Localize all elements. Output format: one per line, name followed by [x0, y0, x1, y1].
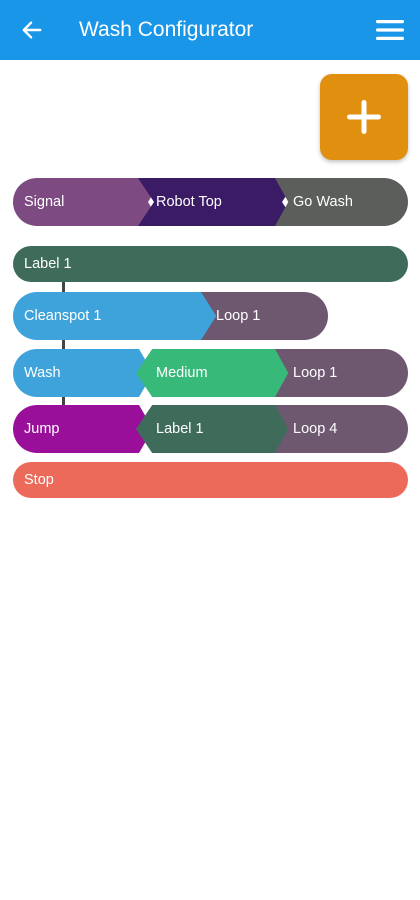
plus-icon: [347, 100, 381, 134]
signal-target-step[interactable]: Robot Top: [138, 178, 298, 226]
cleanspot-step[interactable]: Cleanspot 1: [13, 292, 218, 340]
wash-step-row: Wash Medium Loop 1: [13, 349, 408, 397]
jump-step-row: Jump Label 1 Loop 4: [13, 405, 408, 453]
stop-step-text: Stop: [24, 472, 54, 488]
arrow-left-icon: [22, 21, 42, 39]
wash-intensity-step[interactable]: Medium: [136, 349, 298, 397]
cleanspot-loop-label: Loop 1: [216, 308, 261, 324]
wash-loop-label: Loop 1: [293, 365, 338, 381]
signal-target-label: Robot Top: [156, 194, 222, 210]
connector-line: [62, 338, 65, 350]
jump-target-step[interactable]: Label 1: [136, 405, 298, 453]
jump-loop-step[interactable]: Loop 4: [275, 405, 408, 453]
connector-line: [62, 395, 65, 407]
menu-button[interactable]: [370, 10, 410, 50]
signal-step[interactable]: Signal: [13, 178, 163, 226]
wash-intensity-label: Medium: [156, 365, 208, 381]
jump-step-label: Jump: [24, 421, 60, 437]
wash-step-label: Wash: [24, 365, 61, 381]
signal-step-row: Signal Robot Top Go Wash: [13, 178, 408, 226]
label-step-text: Label 1: [24, 256, 72, 272]
wash-loop-step[interactable]: Loop 1: [275, 349, 408, 397]
cleanspot-step-row: Cleanspot 1 Loop 1: [13, 292, 328, 340]
page-title: Wash Configurator: [79, 18, 254, 41]
cleanspot-loop-step[interactable]: Loop 1: [201, 292, 328, 340]
signal-action-label: Go Wash: [293, 194, 353, 210]
jump-step[interactable]: Jump: [13, 405, 153, 453]
signal-action-step[interactable]: Go Wash: [275, 178, 408, 226]
back-button[interactable]: [12, 10, 52, 50]
jump-loop-label: Loop 4: [293, 421, 338, 437]
jump-target-label: Label 1: [156, 421, 204, 437]
wash-step[interactable]: Wash: [13, 349, 153, 397]
add-step-button[interactable]: [320, 74, 408, 160]
label-step[interactable]: Label 1: [13, 246, 408, 282]
connector-line: [62, 281, 65, 293]
app-bar: Wash Configurator: [0, 0, 420, 60]
stop-step[interactable]: Stop: [13, 462, 408, 498]
signal-step-label: Signal: [24, 194, 65, 210]
cleanspot-step-label: Cleanspot 1: [24, 308, 102, 324]
hamburger-menu-icon: [376, 20, 404, 40]
